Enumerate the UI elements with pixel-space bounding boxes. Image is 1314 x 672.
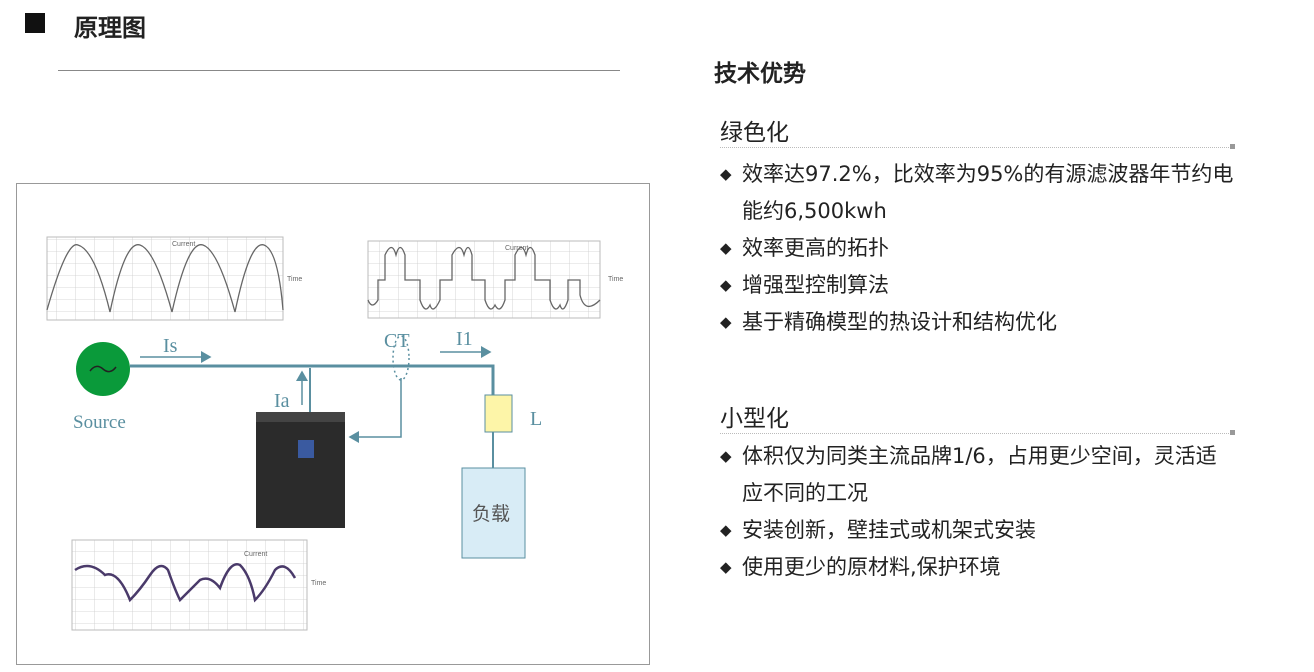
section-heading: 绿色化 <box>720 113 1235 149</box>
list-item: ◆使用更少的原材料,保护环境 <box>720 549 1235 586</box>
svg-text:Current: Current <box>505 245 528 252</box>
load-box <box>461 467 526 559</box>
page-title: 原理图 <box>74 14 146 42</box>
svg-text:I1: I1 <box>456 328 473 350</box>
section-bullet-icon <box>25 13 45 33</box>
diamond-bullet-icon: ◆ <box>720 165 732 183</box>
section-compact: 小型化 ◆体积仅为同类主流品牌1/6，占用更少空间，灵活适应不同的工况 ◆安装创… <box>720 399 1235 586</box>
list-item: ◆体积仅为同类主流品牌1/6，占用更少空间，灵活适应不同的工况 <box>720 438 1235 512</box>
svg-text:Current: Current <box>244 551 267 558</box>
active-filter-device-icon <box>256 412 345 528</box>
diamond-bullet-icon: ◆ <box>720 276 732 294</box>
section-green: 绿色化 ◆效率达97.2%，比效率为95%的有源滤波器年节约电能约6,500kw… <box>720 113 1235 341</box>
diamond-bullet-icon: ◆ <box>720 521 732 539</box>
diamond-bullet-icon: ◆ <box>720 313 732 331</box>
schematic-diagram: Current Time Current Time Current Time S… <box>16 183 650 665</box>
svg-text:Ia: Ia <box>274 390 290 412</box>
source-current-waveform: Current Time <box>46 236 302 321</box>
diamond-bullet-icon: ◆ <box>720 239 732 257</box>
list-item: ◆安装创新，壁挂式或机架式安装 <box>720 512 1235 549</box>
inductor-icon <box>484 394 513 433</box>
svg-text:Current: Current <box>172 241 195 248</box>
svg-text:CT: CT <box>384 330 410 352</box>
svg-text:Time: Time <box>311 580 326 587</box>
divider <box>58 70 620 71</box>
svg-text:Is: Is <box>163 335 178 357</box>
svg-text:Time: Time <box>608 276 623 283</box>
diamond-bullet-icon: ◆ <box>720 558 732 576</box>
svg-text:负载: 负载 <box>472 503 510 525</box>
load-current-waveform: Current Time <box>367 240 623 319</box>
compensated-current-waveform: Current Time <box>71 539 326 631</box>
diamond-bullet-icon: ◆ <box>720 447 732 465</box>
advantages-title: 技术优势 <box>714 61 806 87</box>
list-item: ◆基于精确模型的热设计和结构优化 <box>720 304 1235 341</box>
svg-text:Time: Time <box>287 276 302 283</box>
list-item: ◆效率达97.2%，比效率为95%的有源滤波器年节约电能约6,500kwh <box>720 156 1235 230</box>
list-item: ◆增强型控制算法 <box>720 267 1235 304</box>
ct-sensor-icon <box>392 335 410 381</box>
section-heading: 小型化 <box>720 399 1235 435</box>
svg-text:Source: Source <box>73 412 126 433</box>
list-item: ◆效率更高的拓扑 <box>720 230 1235 267</box>
svg-text:L: L <box>530 408 542 430</box>
circuit-lines <box>130 335 495 468</box>
